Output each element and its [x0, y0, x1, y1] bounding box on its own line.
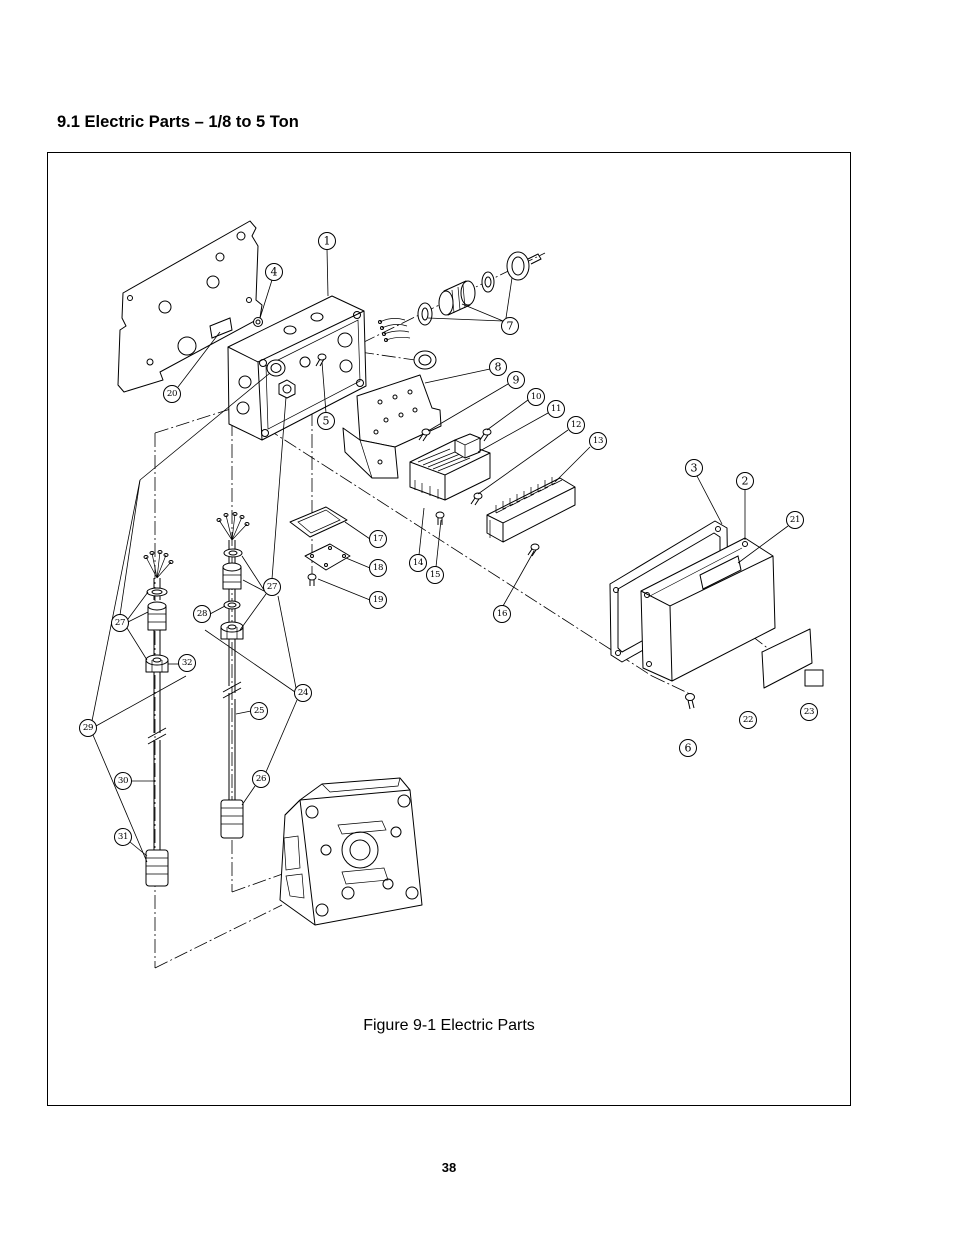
svg-text:22: 22	[743, 715, 753, 725]
callout-27-left: 27	[111, 614, 129, 632]
svg-text:14: 14	[413, 558, 424, 568]
callout-27-right: 27	[263, 578, 281, 596]
svg-text:13: 13	[593, 436, 603, 446]
callout-9: 9	[507, 371, 525, 389]
screw-6	[685, 693, 695, 710]
svg-text:30: 30	[118, 776, 128, 786]
svg-text:21: 21	[790, 515, 800, 525]
svg-text:23: 23	[804, 707, 814, 717]
svg-text:4: 4	[271, 266, 278, 279]
callout-14: 14	[409, 554, 427, 572]
svg-text:18: 18	[373, 563, 383, 573]
cover-label-21	[699, 555, 742, 590]
svg-text:28: 28	[197, 609, 207, 619]
svg-text:31: 31	[118, 832, 128, 842]
mounting-bracket	[342, 374, 442, 479]
svg-text:11: 11	[551, 404, 561, 414]
screw-10	[479, 428, 492, 442]
screw-15	[435, 511, 445, 525]
label-23	[804, 669, 824, 687]
callout-11: 11	[547, 400, 565, 418]
callout-29: 29	[79, 719, 97, 737]
leader-lines	[91, 248, 789, 863]
motor-housing	[279, 777, 423, 926]
svg-text:16: 16	[497, 609, 507, 619]
svg-text:32: 32	[182, 658, 192, 668]
svg-text:10: 10	[531, 392, 541, 402]
screw-19	[307, 573, 317, 586]
callout-5: 5	[317, 412, 335, 430]
cable-gland-set	[378, 251, 542, 370]
screw-16	[527, 543, 540, 557]
svg-text:27: 27	[115, 618, 125, 628]
svg-text:6: 6	[685, 742, 692, 755]
svg-text:26: 26	[256, 774, 266, 784]
svg-text:25: 25	[254, 706, 264, 716]
washer-4	[253, 317, 263, 327]
svg-text:27: 27	[267, 582, 277, 592]
label-plate-22	[761, 628, 813, 689]
callout-30: 30	[114, 772, 132, 790]
figure-caption: Figure 9-1 Electric Parts	[363, 1017, 535, 1034]
screw-9	[418, 428, 431, 442]
svg-text:5: 5	[323, 415, 330, 428]
callout-20: 20	[163, 385, 181, 403]
callout-23: 23	[800, 703, 818, 721]
callout-22: 22	[739, 711, 757, 729]
svg-text:12: 12	[571, 420, 581, 430]
callout-32: 32	[178, 654, 196, 672]
callout-8: 8	[489, 358, 507, 376]
svg-text:2: 2	[742, 475, 749, 488]
callout-28: 28	[193, 605, 211, 623]
callout-16: 16	[493, 605, 511, 623]
plate-label-rect	[209, 317, 233, 339]
svg-text:9: 9	[513, 374, 520, 387]
callout-1: 1	[318, 232, 336, 250]
svg-text:20: 20	[167, 389, 177, 399]
gasket-17	[289, 506, 348, 538]
right-cable-assembly	[216, 512, 250, 839]
page-number: 38	[441, 1160, 457, 1175]
svg-text:24: 24	[298, 688, 309, 698]
callout-2: 2	[736, 472, 754, 490]
svg-text:19: 19	[373, 595, 383, 605]
callout-18: 18	[369, 559, 387, 577]
svg-text:1: 1	[324, 235, 331, 248]
svg-text:8: 8	[495, 361, 502, 374]
figure-frame	[47, 152, 851, 1106]
callout-26: 26	[252, 770, 270, 788]
section-heading: 9.1 Electric Parts – 1/8 to 5 Ton	[57, 113, 299, 131]
callout-15: 15	[426, 566, 444, 584]
callout-31: 31	[114, 828, 132, 846]
svg-text:29: 29	[83, 723, 93, 733]
callout-12: 12	[567, 416, 585, 434]
svg-text:17: 17	[373, 534, 383, 544]
callout-19: 19	[369, 591, 387, 609]
contactor	[409, 433, 491, 501]
callout-6: 6	[679, 739, 697, 757]
callout-4: 4	[265, 263, 283, 281]
svg-text:7: 7	[507, 320, 514, 333]
svg-text:15: 15	[430, 570, 440, 580]
callout-17: 17	[369, 530, 387, 548]
callout-3: 3	[685, 459, 703, 477]
enclosure-box	[227, 295, 367, 441]
callout-13: 13	[589, 432, 607, 450]
gasket-18	[304, 543, 351, 571]
callout-7: 7	[501, 317, 519, 335]
screw-12	[470, 492, 483, 506]
svg-text:3: 3	[691, 462, 698, 475]
callout-21: 21	[786, 511, 804, 529]
terminal-strip	[486, 477, 576, 543]
callout-24: 24	[294, 684, 312, 702]
callout-25: 25	[250, 702, 268, 720]
callout-10: 10	[527, 388, 545, 406]
left-cable-assembly	[143, 550, 174, 887]
